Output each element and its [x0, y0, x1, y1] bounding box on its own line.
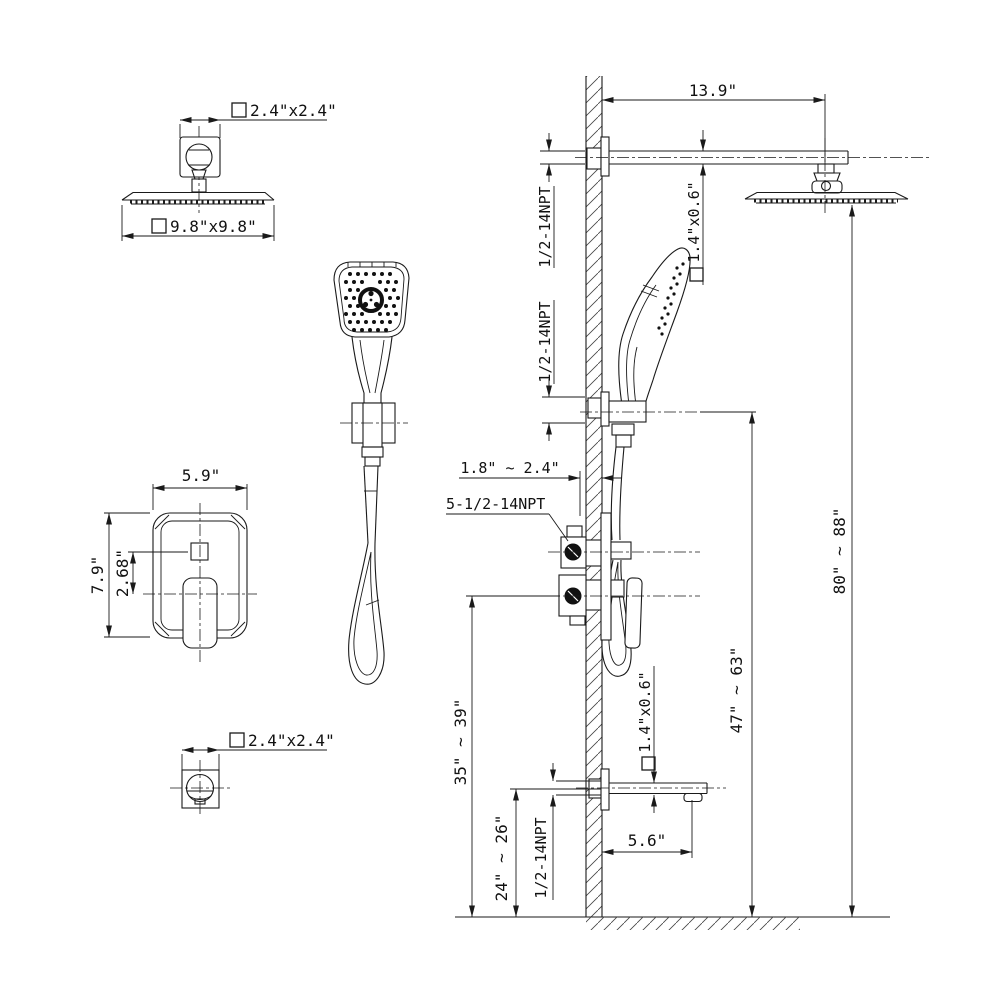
spout-wall-flange: [181, 769, 220, 809]
valve-width-label: 5.9": [182, 466, 221, 485]
floor-section: [455, 916, 890, 930]
arm-and-head-side-view: [575, 136, 930, 215]
valve-front-view: [143, 503, 257, 665]
rain-head-front-view: [121, 126, 275, 213]
hand-shower-handle: [351, 336, 393, 403]
hand-shower-holder-side: [580, 391, 700, 448]
valve-offset-label: 2.68": [113, 549, 132, 597]
holder-thread-label: 1/2-14NPT: [536, 301, 554, 382]
wall-section: [585, 76, 603, 917]
valve-height-label: 7.9": [88, 556, 107, 595]
spout-flange-size-label: 2.4"x2.4": [248, 731, 335, 750]
hose-outlet-elbow: [610, 541, 632, 560]
spout-length-label: 5.6": [628, 831, 667, 850]
shower-arm: [575, 150, 930, 165]
valve-handle-hub: [610, 579, 625, 598]
arm-thread-label: 1/2-14NPT: [536, 186, 554, 267]
valve-side-view: [548, 512, 700, 649]
holder-wall-nut: [587, 397, 602, 419]
holder-escutcheon: [600, 391, 610, 427]
valve-rough-in-body: [558, 525, 587, 626]
spray-nozzle-dots: [344, 272, 400, 332]
square-symbol: [231, 102, 247, 118]
dimension-lines-front-views: [104, 116, 327, 771]
head-size-label: 9.8"x9.8": [170, 217, 257, 236]
head-height-label: 80" ~ 88": [830, 508, 849, 595]
floor-hatch: [586, 917, 800, 930]
hand-shower-hose-front: [348, 465, 385, 685]
square-symbol: [151, 218, 167, 234]
spout-escutcheon: [600, 768, 610, 811]
drawing-labels: 2.4"x2.4" 9.8"x9.8" 5.9" 7.9" 2.68" 2.4"…: [88, 81, 849, 901]
hand-shower-head: [333, 261, 410, 338]
valve-thread-label: 5-1/2-14NPT: [446, 495, 545, 513]
square-symbol: [689, 267, 704, 282]
spout-side-view: [576, 768, 726, 811]
hand-shower-side-nozzles: [657, 262, 685, 336]
spout-thread-label: 1/2-14NPT: [532, 817, 550, 898]
center-spray-ring: [358, 287, 384, 313]
rough-in-depth-label: 1.8" ~ 2.4": [460, 459, 559, 477]
arm-flange-size-label: 2.4"x2.4": [250, 101, 337, 120]
spout-body: [576, 782, 726, 803]
hand-shower-front-view: [333, 261, 410, 685]
spout-height-label: 24" ~ 26": [492, 815, 511, 902]
hand-shower-side-view: [580, 247, 700, 677]
hand-shower-holder-front: [340, 402, 408, 467]
valve-plate-side: [600, 512, 612, 641]
dimension-lines-install-view: [446, 94, 856, 917]
square-symbol: [641, 756, 656, 771]
arm-length-label: 13.9": [689, 81, 737, 100]
wall-hatch: [586, 76, 602, 917]
spout-profile-label: 1.4"x0.6": [636, 671, 654, 752]
arm-profile-label: 1.4"x0.6": [685, 181, 703, 262]
hand-shower-top-band: [347, 262, 397, 267]
rain-head-plate: [121, 191, 275, 205]
arm-escutcheon: [600, 136, 610, 177]
valve-height-range-label: 35" ~ 39": [451, 699, 470, 786]
arm-wall-nut: [586, 147, 602, 170]
spout-outlet: [683, 792, 703, 803]
rain-head-plate-side: [744, 191, 909, 204]
diverter-button: [190, 542, 209, 561]
valve-handle-lever-side: [624, 577, 643, 649]
square-symbol: [229, 732, 245, 748]
spout-front-view: [170, 760, 230, 816]
holder-height-label: 47" ~ 63": [727, 647, 746, 734]
hand-shower-body-side: [618, 247, 691, 406]
